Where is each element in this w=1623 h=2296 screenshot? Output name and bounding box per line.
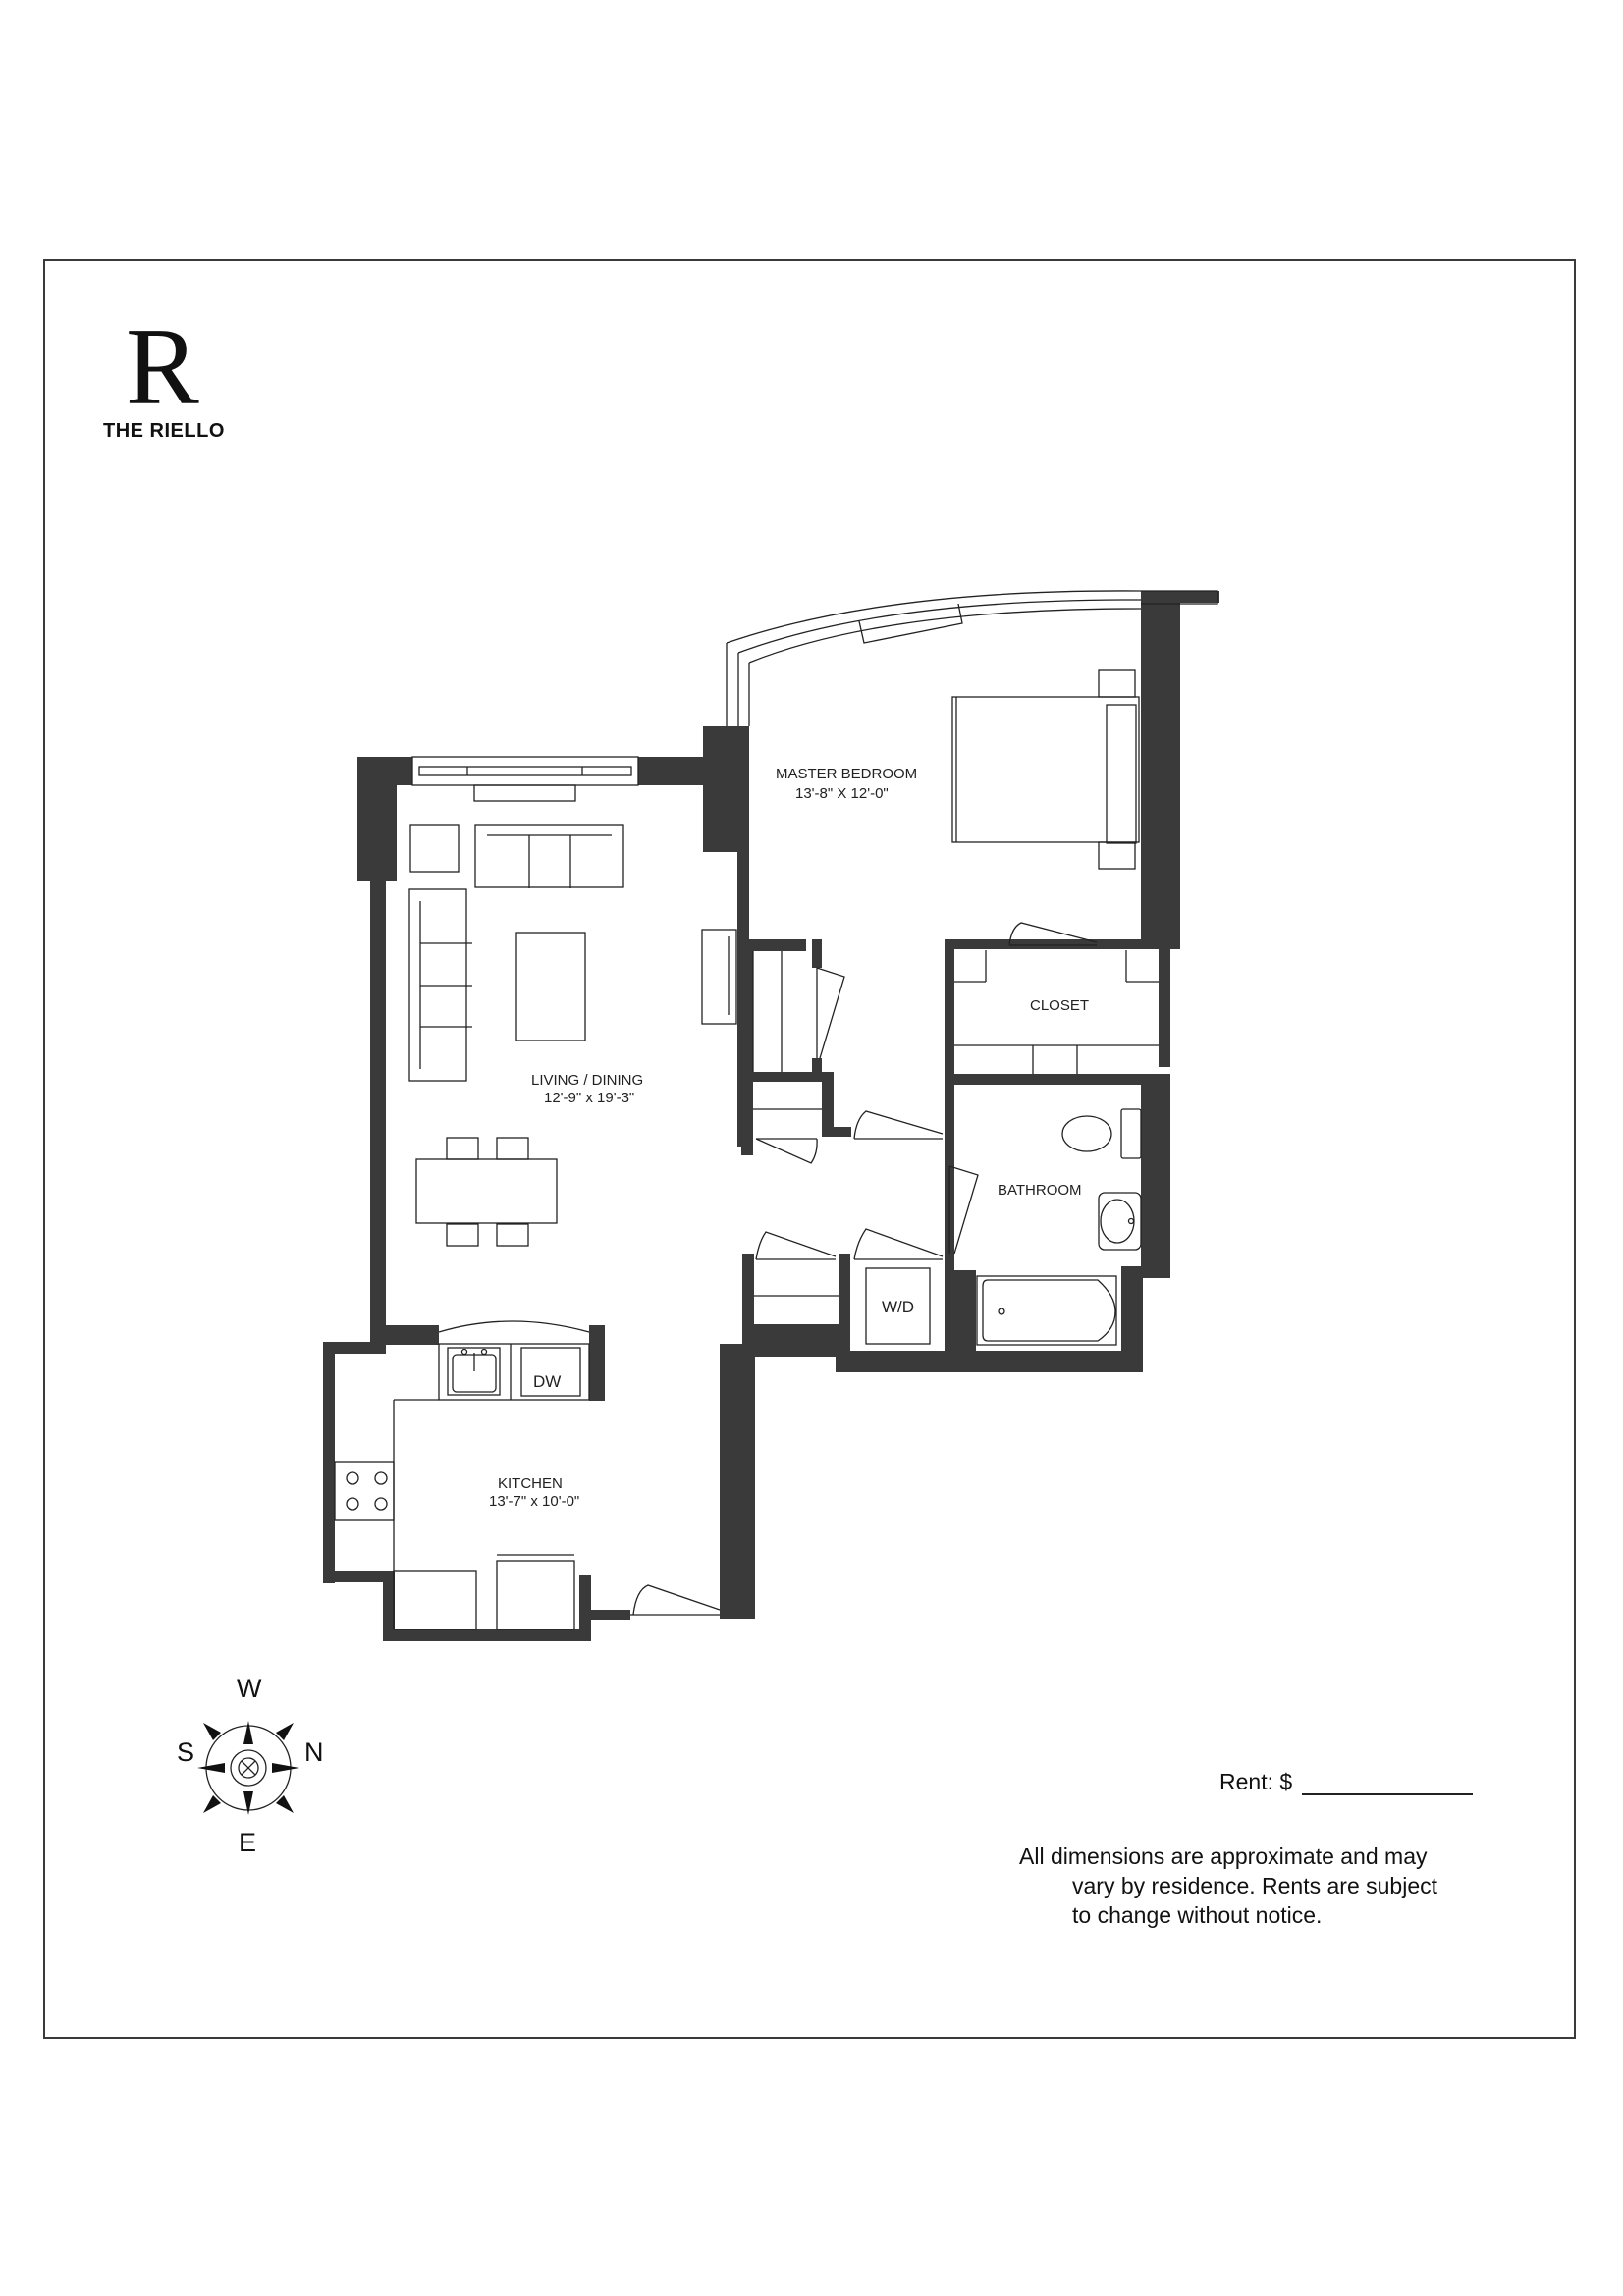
dishwasher-label: DW bbox=[533, 1372, 561, 1391]
master-bedroom-dims: 13'-8" X 12'-0" bbox=[795, 785, 889, 802]
master-bedroom-label: MASTER BEDROOM bbox=[776, 766, 917, 782]
room-labels: MASTER BEDROOM 13'-8" X 12'-0" LIVING / … bbox=[489, 766, 1089, 1510]
disclaimer-line-3: to change without notice. bbox=[1072, 1902, 1323, 1928]
compass-north: N bbox=[304, 1737, 324, 1767]
rent-field: Rent: $ bbox=[1219, 1769, 1474, 1795]
compass-west: W bbox=[237, 1674, 262, 1703]
compass-south: S bbox=[177, 1737, 195, 1767]
bathroom-label: BATHROOM bbox=[998, 1182, 1082, 1199]
kitchen-dims: 13'-7" x 10'-0" bbox=[489, 1493, 579, 1510]
compass-rose bbox=[197, 1721, 299, 1815]
brand-name: THE RIELLO bbox=[103, 420, 225, 442]
rent-label: Rent: $ bbox=[1219, 1769, 1293, 1794]
living-dining-dims: 12'-9" x 19'-3" bbox=[544, 1090, 634, 1106]
brand-logo-mark: R bbox=[126, 306, 199, 428]
compass-east: E bbox=[239, 1828, 257, 1857]
fixtures bbox=[334, 590, 1218, 1630]
disclaimer: All dimensions are approximate and may v… bbox=[1019, 1842, 1530, 1930]
closet-label: CLOSET bbox=[1030, 997, 1089, 1014]
page-frame bbox=[43, 259, 1576, 2039]
living-dining-label: LIVING / DINING bbox=[531, 1072, 643, 1089]
kitchen-label: KITCHEN bbox=[498, 1475, 563, 1492]
disclaimer-line-2: vary by residence. Rents are subject bbox=[1072, 1873, 1438, 1898]
washer-dryer-label: W/D bbox=[882, 1298, 914, 1316]
walls bbox=[323, 591, 1219, 1641]
rent-value-blank bbox=[1302, 1772, 1474, 1795]
disclaimer-line-1: All dimensions are approximate and may bbox=[1019, 1843, 1428, 1869]
